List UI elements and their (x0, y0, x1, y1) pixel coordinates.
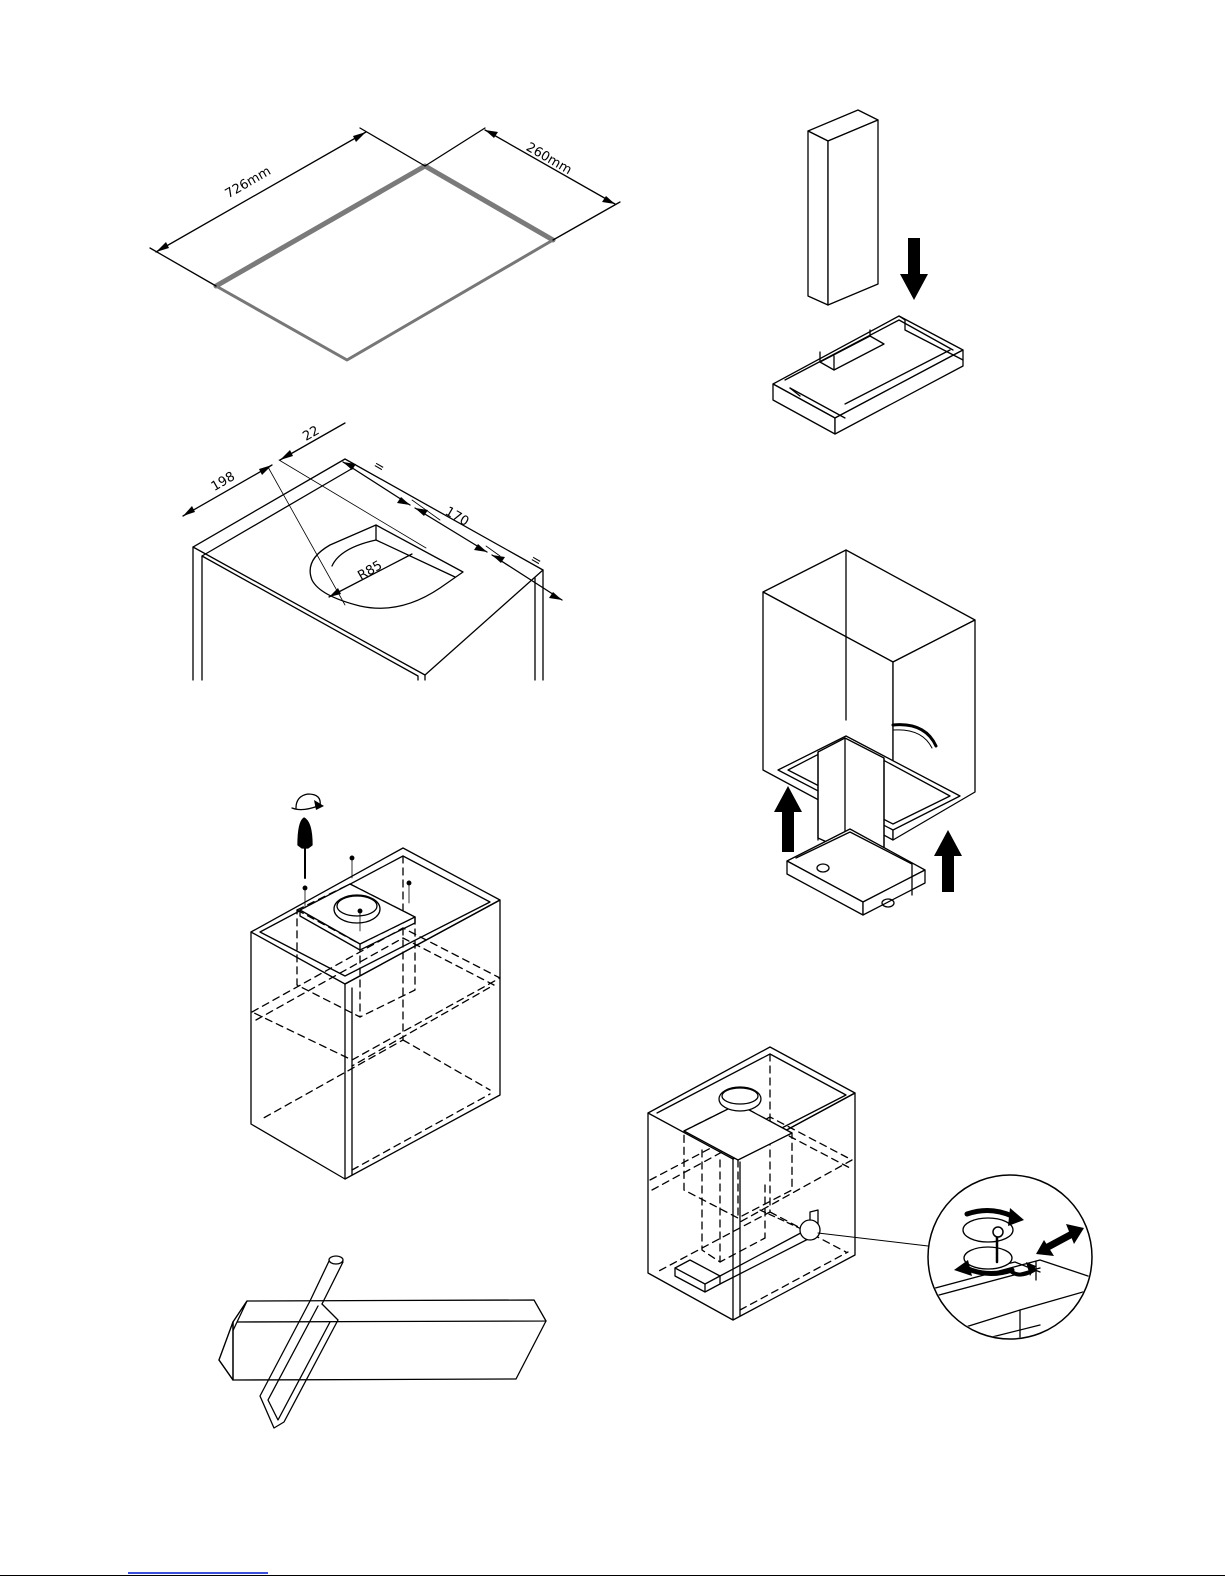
arrow-up-icon (934, 830, 962, 892)
detail-marker (800, 1220, 820, 1240)
dim-offset-label: 22 (300, 423, 322, 444)
extension-line (553, 202, 620, 240)
chimney-block-side (828, 120, 878, 305)
countertop-outline (216, 166, 553, 360)
chimney-insert-diagram (773, 110, 963, 434)
tool-rod-diagram (219, 1256, 546, 1428)
footer-rule (0, 1575, 1225, 1576)
chimney-block-front (808, 131, 828, 305)
arrow-up-icon (774, 786, 802, 852)
leveling-foot-detail (928, 1175, 1100, 1340)
screwdriver-icon (298, 818, 312, 878)
cutout-side-edge (425, 166, 553, 240)
dim-equal-b-label: = (527, 552, 544, 570)
hood-mount-diagram (763, 550, 975, 915)
rod-tool-icon (260, 1256, 343, 1428)
lower-base-plate (787, 829, 925, 915)
length-label: 726mm (223, 164, 274, 202)
width-label: 260mm (523, 140, 574, 178)
extension-line (150, 248, 216, 286)
dim-slot-label: 170 (442, 504, 471, 529)
length-dimension-line (156, 132, 366, 252)
dim-side-label: 198 (209, 469, 238, 494)
cabinet-top-cutout-diagram: 198 22 = 170 = R85 (183, 423, 562, 680)
footer-link-underline (128, 1572, 268, 1574)
dim-equal-a-label: = (370, 458, 387, 476)
leveling-adjustment-diagram (648, 1047, 1100, 1340)
countertop-cutout-diagram: 726mm 260mm (150, 128, 620, 360)
extension-line (425, 128, 485, 166)
screw-fixing-diagram (251, 794, 500, 1179)
arrow-down-icon (900, 238, 928, 300)
base-plate (773, 316, 963, 434)
extension-line (360, 128, 425, 166)
beam-top (233, 1300, 546, 1322)
